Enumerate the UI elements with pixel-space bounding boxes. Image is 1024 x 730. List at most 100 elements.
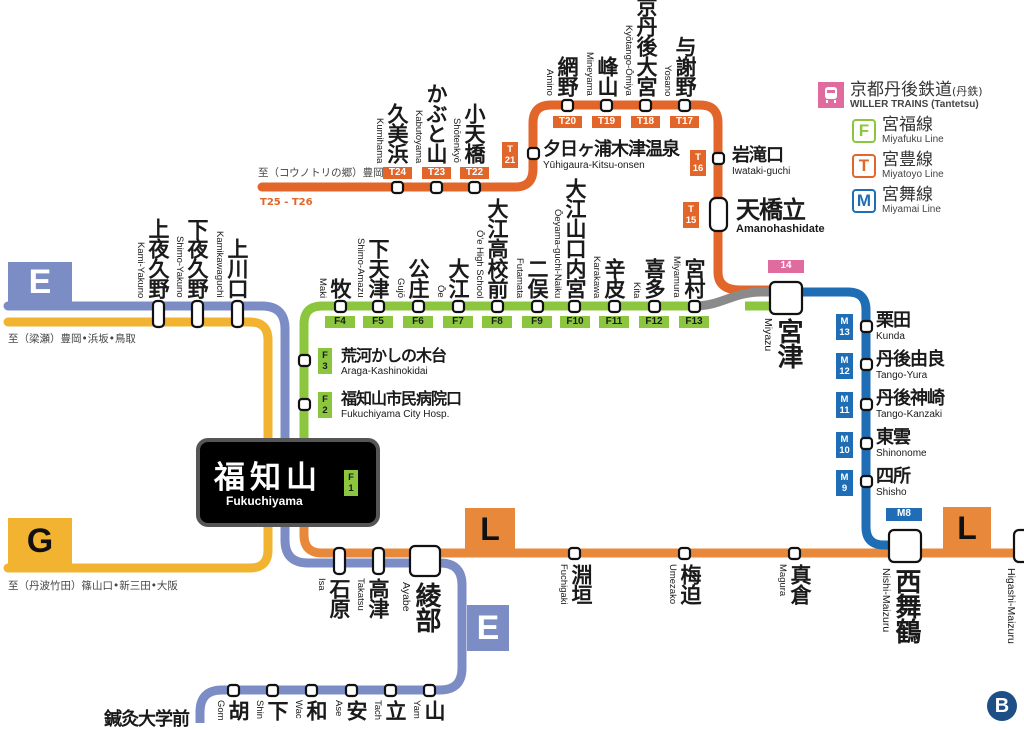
- line-shared: [693, 287, 786, 311]
- station-jp: 天橋立: [736, 196, 806, 224]
- station-en: Tango-Yura: [876, 370, 928, 381]
- station-en: Nishi-Maizuru: [880, 568, 892, 633]
- station-en: Shimo-Amazu: [355, 238, 366, 298]
- station-jp: 安: [344, 700, 368, 720]
- station-en: Futamata: [514, 257, 525, 298]
- station-jp: 与謝野: [673, 36, 697, 96]
- station-marker-nishi-maizuru: [887, 528, 923, 564]
- station-en: Araga-Kashinokidai: [341, 366, 428, 377]
- station-jp: 鍼灸大学前: [104, 709, 190, 730]
- station-shinkyu-daigaku-mae: 鍼灸大学前: [104, 709, 190, 730]
- station-en: Amino: [544, 69, 555, 96]
- station-jp: 久美浜: [385, 103, 409, 163]
- station-marker-e-bottom: [226, 683, 241, 698]
- station-en: Kumihama: [374, 117, 385, 163]
- station-code-f9: F9: [522, 316, 552, 328]
- line-badge-b: B: [987, 691, 1017, 721]
- station-en: Amanohashidate: [736, 223, 825, 235]
- station-marker-t18: [638, 98, 653, 113]
- station-en: Yam: [411, 700, 422, 719]
- station-en: Kami-Yakuno: [135, 241, 146, 298]
- station-jp: 高津: [366, 578, 390, 618]
- station-marker-f10: [567, 299, 582, 314]
- station-code-f8: F8: [482, 316, 512, 328]
- station-jp: 丹後由良: [876, 349, 945, 370]
- line-badge-e: E: [467, 605, 509, 651]
- station-en: Wac: [293, 700, 304, 719]
- station-marker-f4: [333, 299, 348, 314]
- station-en: Ōe: [435, 285, 446, 298]
- station-jp: 宮村: [682, 258, 706, 298]
- station-marker-t20: [560, 98, 575, 113]
- station-code-f4: F4: [325, 316, 355, 328]
- station-en: Shimo-Yakuno: [174, 236, 185, 298]
- station-code-t20: T20: [553, 116, 582, 128]
- station-en: Kamikawaguchi: [214, 231, 225, 298]
- station-jp: 福知山市民病院口: [341, 389, 462, 408]
- station-marker-umezako: [677, 546, 692, 561]
- station-code-f11: F11: [599, 316, 629, 328]
- station-marker-f9: [530, 299, 545, 314]
- destination-tamba: 至（丹波竹田）篠山口•新三田•大阪: [8, 580, 178, 592]
- station-jp: 梅迫: [678, 564, 702, 604]
- station-code-t22: T22: [460, 167, 489, 179]
- station-en: Tach: [372, 700, 383, 721]
- station-jp: 小天橋: [462, 103, 486, 163]
- line-badge-g: G: [8, 518, 72, 564]
- line-t-icon: T: [852, 153, 876, 178]
- station-jp: 公庄: [406, 258, 430, 298]
- station-marker-f7: [451, 299, 466, 314]
- station-marker-t17: [677, 98, 692, 113]
- station-jp: 峰山: [595, 56, 619, 96]
- station-marker-shimo-yakuno: [190, 299, 205, 329]
- station-en: Kita: [631, 281, 642, 298]
- station-marker-f11: [607, 299, 622, 314]
- train-icon: [818, 82, 844, 108]
- station-marker-magura: [787, 546, 802, 561]
- legend-line-jp: 宮豊線: [882, 150, 933, 170]
- station-jp: 荒河かしの木台: [341, 346, 447, 365]
- station-marker-t15: [708, 196, 729, 233]
- station-jp: 下: [265, 700, 289, 720]
- station-en: Maki: [317, 277, 328, 298]
- station-jp: 四所: [876, 466, 911, 487]
- station-en: Gom: [215, 700, 226, 721]
- station-marker-f6: [411, 299, 426, 314]
- station-en: Kyōtango-Ōmiya: [623, 25, 634, 96]
- line-m-icon: M: [852, 188, 876, 213]
- station-jp: 石原: [327, 578, 351, 618]
- station-marker-miyazu: [768, 280, 804, 316]
- station-en: Tango-Kanzaki: [876, 409, 943, 420]
- station-jp: 下天津: [366, 238, 390, 298]
- station-en: Ase: [333, 700, 344, 717]
- station-marker-f5: [371, 299, 386, 314]
- legend-line-jp: 宮福線: [882, 115, 933, 135]
- station-marker-higashi-maizuru: [1012, 528, 1024, 564]
- station-code-f6: F6: [403, 316, 433, 328]
- station-marker-f12: [647, 299, 662, 314]
- station-jp: 二俣: [525, 258, 549, 298]
- line-badge-e: E: [8, 262, 72, 302]
